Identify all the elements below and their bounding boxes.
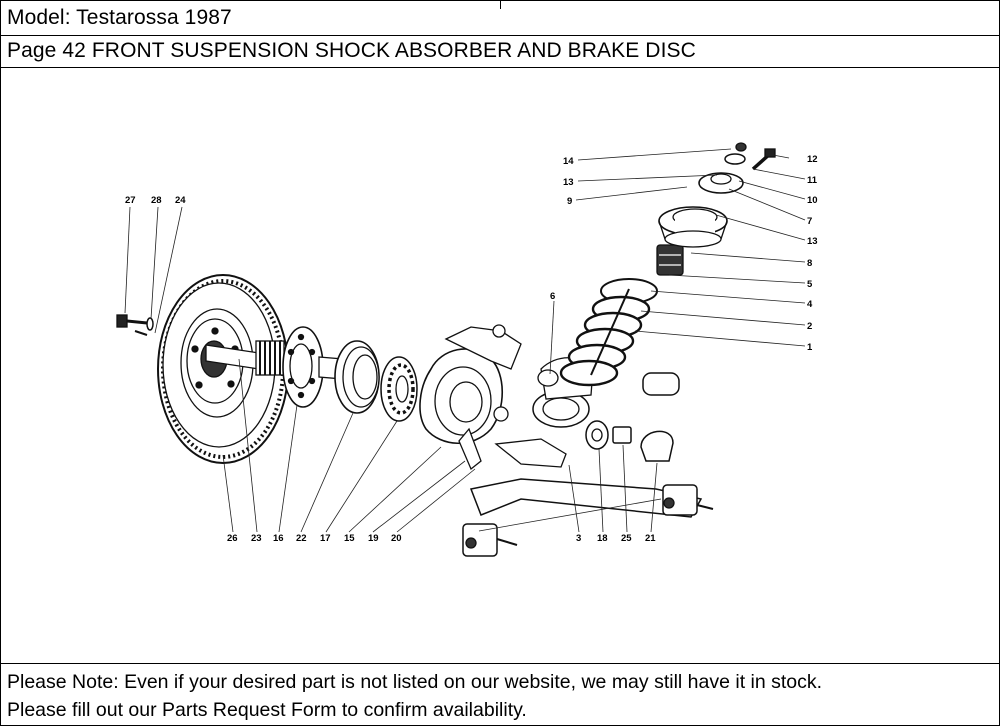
top-mount <box>656 142 776 276</box>
bolt-and-washer <box>116 314 154 336</box>
callout-numbers: 27 28 24 14 13 9 12 11 10 7 13 8 5 4 2 1… <box>125 154 818 544</box>
callout-15: 15 <box>344 533 355 544</box>
callout-28: 28 <box>151 195 162 206</box>
callout-7: 7 <box>807 216 812 227</box>
callout-2: 2 <box>807 321 812 332</box>
callout-27: 27 <box>125 195 136 206</box>
callout-22: 22 <box>296 533 307 544</box>
leader-lines <box>124 148 806 533</box>
callout-10: 10 <box>807 195 818 206</box>
callout-5: 5 <box>807 279 813 290</box>
callout-4: 4 <box>807 299 813 310</box>
model-header: Model: Testarossa 1987 <box>1 1 999 36</box>
callout-13-top: 13 <box>563 177 574 188</box>
callout-16: 16 <box>273 533 284 544</box>
callout-9: 9 <box>567 196 572 207</box>
wheel-bearing <box>334 340 418 422</box>
availability-note: Please Note: Even if your desired part i… <box>1 663 999 725</box>
callout-13-mid: 13 <box>807 236 818 247</box>
steering-knuckle <box>419 324 567 471</box>
drive-shaft <box>205 340 285 376</box>
lower-wishbone <box>462 478 714 557</box>
page-header: Page 42 FRONT SUSPENSION SHOCK ABSORBER … <box>1 36 999 68</box>
note-line-1: Please Note: Even if your desired part i… <box>7 671 823 693</box>
wheel-hub <box>282 326 344 408</box>
page-title: Page 42 FRONT SUSPENSION SHOCK ABSORBER … <box>7 39 696 62</box>
callout-14: 14 <box>563 156 574 167</box>
callout-11: 11 <box>807 175 818 186</box>
coil-spring <box>559 278 658 387</box>
callout-19: 19 <box>368 533 379 544</box>
header-divider-tick <box>500 1 501 9</box>
callout-6: 6 <box>550 291 555 302</box>
callout-20: 20 <box>391 533 402 544</box>
callout-1: 1 <box>807 342 813 353</box>
callout-12: 12 <box>807 154 818 165</box>
callout-24: 24 <box>175 195 186 206</box>
exploded-parts-diagram: 27 28 24 14 13 9 12 11 10 7 13 8 5 4 2 1… <box>1 69 999 663</box>
callout-21: 21 <box>645 533 656 544</box>
bushes <box>585 372 680 462</box>
callout-23: 23 <box>251 533 262 544</box>
callout-26: 26 <box>227 533 238 544</box>
callout-17: 17 <box>320 533 331 544</box>
model-title: Model: Testarossa 1987 <box>7 6 232 29</box>
callout-8: 8 <box>807 258 812 269</box>
note-line-2: Please fill out our Parts Request Form t… <box>7 699 527 721</box>
callout-25: 25 <box>621 533 632 544</box>
callout-18: 18 <box>597 533 608 544</box>
callout-3: 3 <box>576 533 581 544</box>
